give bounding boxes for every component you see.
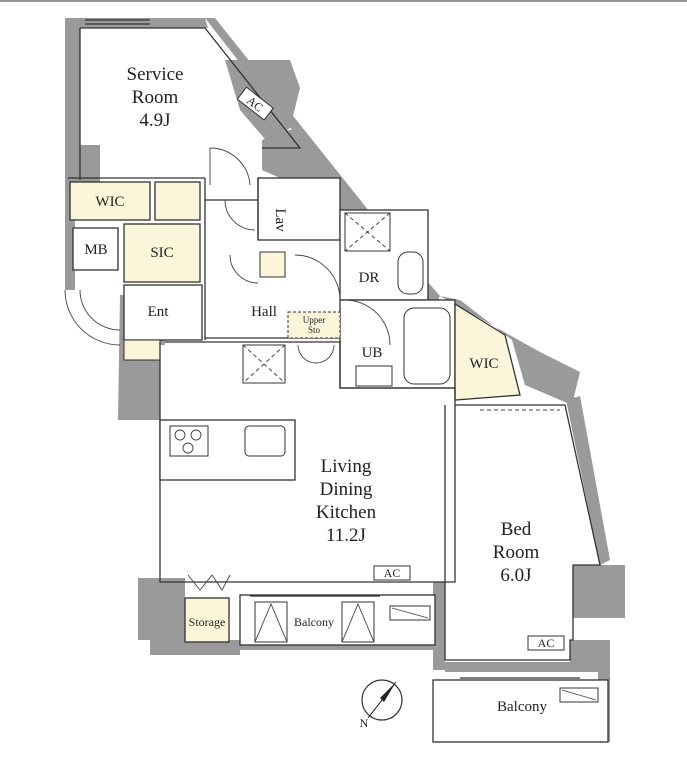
compass: N (360, 679, 403, 730)
ent-label: Ent (148, 304, 170, 320)
room-outlines (68, 19, 609, 743)
hall-label: Hall (251, 304, 277, 320)
compass-label: N (360, 716, 369, 730)
ldk-line1: Living (321, 456, 372, 477)
room-labels: Service Room 4.9J WIC MB SIC Ent Hall La… (84, 64, 547, 715)
service-room-line2: Room (132, 87, 179, 108)
storage-label: Storage (189, 615, 226, 629)
ldk-size: 11.2J (326, 525, 366, 546)
bed-room-size: 6.0J (500, 565, 531, 586)
bed-room-line1: Bed (501, 519, 532, 540)
balcony-right-label: Balcony (497, 699, 547, 715)
mb-label: MB (84, 242, 107, 258)
ac-ldk-label: AC (384, 566, 401, 580)
wic-right-label: WIC (469, 356, 498, 372)
doors (64, 147, 391, 591)
ldk-line2: Dining (320, 479, 373, 500)
balcony-left-label: Balcony (294, 615, 334, 629)
ub-label: UB (362, 345, 383, 361)
ac-bed-label: AC (538, 636, 555, 650)
upper-sto-line1: Upper (303, 315, 326, 325)
dr-label: DR (359, 270, 380, 286)
bed-room-line2: Room (493, 542, 540, 563)
lav-label: Lav (272, 208, 288, 232)
service-room-line1: Service (127, 64, 184, 85)
wic-top-label: WIC (95, 194, 124, 210)
upper-sto-line2: Sto (308, 325, 321, 335)
service-room-size: 4.9J (139, 110, 170, 131)
ldk-line3: Kitchen (316, 502, 377, 523)
sic-label: SIC (150, 245, 173, 261)
